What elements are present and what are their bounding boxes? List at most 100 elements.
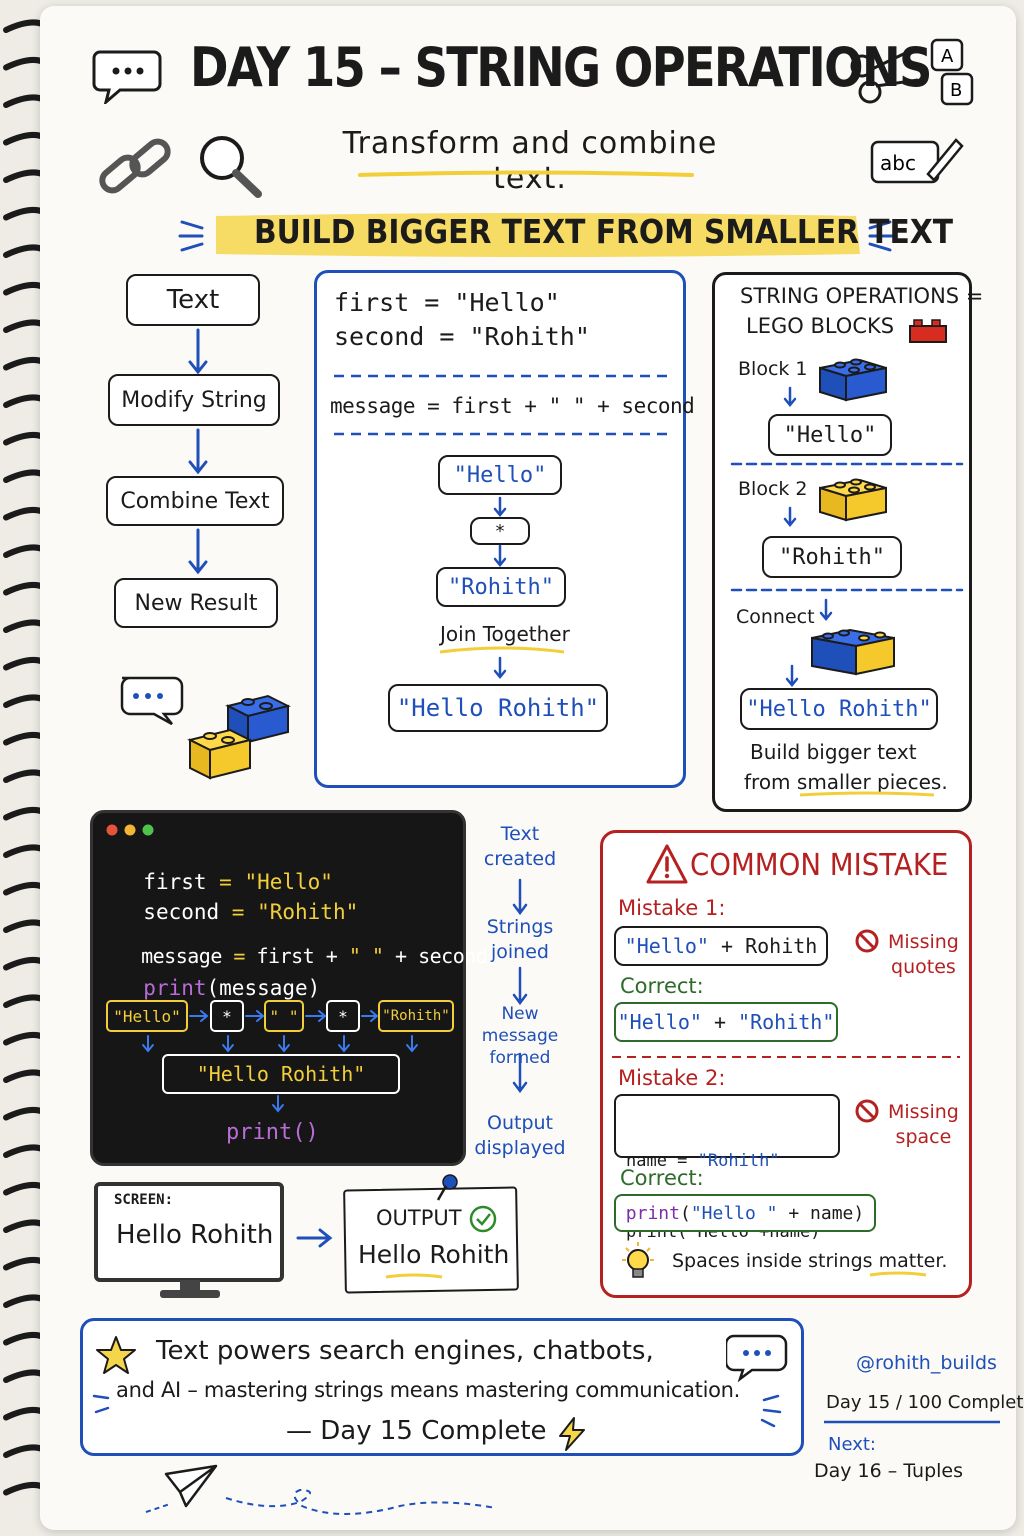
- chat-bubble-icon: [92, 50, 162, 104]
- scissors-icon: [850, 46, 919, 104]
- flow-step-label: Modify String: [121, 387, 267, 413]
- paper-plane-icon: [145, 1464, 497, 1515]
- code-fn: print: [625, 1202, 680, 1224]
- output-underline: [385, 1273, 443, 1279]
- code-rest: + Rohith: [708, 934, 818, 958]
- flow-step-label: New Result: [134, 590, 258, 616]
- flow-step-result: New Result: [114, 578, 278, 628]
- chip-label: "Hello": [113, 1006, 181, 1026]
- footer-line-1: Text powers search engines, chatbots,: [156, 1336, 654, 1366]
- lightning-icon: [559, 1417, 585, 1451]
- page-title: DAY 15 – STRING OPERATIONS: [190, 36, 932, 99]
- term-args: (message): [206, 976, 321, 1000]
- screen-text: Hello Rohith: [116, 1220, 274, 1250]
- output-label: OUTPUT: [376, 1206, 462, 1230]
- concat-arrows: [439, 496, 565, 679]
- footer-line-2: and AI – mastering strings means masteri…: [116, 1378, 741, 1402]
- chip-rohith: "Rohith": [378, 1000, 454, 1032]
- node-label: "Hello": [453, 462, 547, 488]
- prohibited-icon: [855, 929, 879, 953]
- term-var: first: [143, 870, 207, 894]
- code-var: name =: [626, 1150, 698, 1171]
- mistake-tip: Spaces inside strings matter.: [672, 1250, 948, 1272]
- correct2-code: print("Hello " + name): [614, 1194, 876, 1232]
- caption-underline: [799, 791, 935, 797]
- abc-pencil-icon: abc: [870, 138, 964, 184]
- lego-bricks-icon: [187, 694, 291, 780]
- block2-value-box: "Rohith": [762, 536, 902, 578]
- prohibited-icon: [855, 1099, 879, 1123]
- footer-quote-box: [80, 1318, 804, 1456]
- lego-result: "Hello Rohith": [746, 696, 932, 722]
- block2-label: Block 2: [738, 478, 808, 500]
- terminal-result: "Hello Rohith": [162, 1054, 400, 1094]
- output-text: Hello Rohith: [358, 1240, 510, 1269]
- mistake2-label: Mistake 2:: [618, 1066, 726, 1090]
- flow-step-text: Text: [126, 274, 260, 326]
- code-line-first: first = "Hello": [334, 288, 560, 317]
- chip-space: " ": [264, 1000, 304, 1032]
- term-string: "Hello": [244, 870, 333, 894]
- flow-step-label: Combine Text: [120, 488, 270, 514]
- chat-bubble-small-icon: [120, 676, 184, 726]
- author-handle: @rohith_builds: [856, 1352, 997, 1374]
- lightbulb-icon: [622, 1242, 654, 1278]
- mistake1-code: "Hello" + Rohith: [614, 926, 828, 966]
- term-var: second: [143, 900, 220, 924]
- terminal-window: [90, 810, 466, 1166]
- warning-icon: [646, 844, 688, 884]
- next-label: Next:: [828, 1434, 876, 1455]
- side-step-arrows: [512, 878, 528, 1094]
- page-subtitle: Transform and combine text.: [342, 126, 718, 196]
- term-fn: print: [143, 976, 207, 1000]
- chip-plus-2: *: [326, 1000, 360, 1032]
- progress-text: Day 15 / 100 Complete: [826, 1392, 1024, 1413]
- node-rohith: "Rohith": [436, 567, 566, 607]
- node-label: "Rohith": [448, 574, 554, 600]
- terminal-arrows: [142, 1010, 418, 1113]
- mistake1-label: Mistake 1:: [618, 896, 726, 920]
- terminal-line-1: first = "Hello": [118, 846, 333, 894]
- terminal-line-2: second = "Rohith": [118, 876, 358, 924]
- flow-step-modify: Modify String: [108, 374, 280, 426]
- ab-blocks-icon: A B: [930, 38, 974, 106]
- term-string: "Rohith": [257, 900, 359, 924]
- maximize-dot-icon: [142, 824, 154, 836]
- connected-lego-icon: [811, 628, 895, 676]
- red-lego-icon: [909, 319, 947, 343]
- dashed-dividers: [334, 374, 670, 436]
- minimize-dot-icon: [124, 824, 136, 836]
- progress-underline: [824, 1420, 1000, 1424]
- block1-value-box: "Hello": [768, 414, 892, 456]
- code-line-message: message = first + " " + second: [330, 394, 695, 418]
- chip-hello: "Hello": [106, 1000, 188, 1032]
- lego-title-line1: STRING OPERATIONS =: [740, 284, 984, 308]
- code-op: +: [701, 1010, 739, 1034]
- lego-arrows-dividers: [730, 386, 964, 687]
- block1-value: "Hello": [783, 422, 877, 448]
- term-expr: + second: [383, 944, 488, 968]
- node-hello: "Hello": [438, 455, 562, 495]
- node-plus: *: [470, 517, 530, 545]
- check-circle-icon: [469, 1205, 497, 1233]
- chip-plus-1: *: [210, 1000, 244, 1032]
- term-op: =: [221, 944, 257, 968]
- code-line-second: second = "Rohith": [334, 322, 590, 351]
- correct1-code: "Hello" + "Rohith": [614, 1002, 838, 1042]
- code-string: "Rohith": [697, 1150, 780, 1171]
- term-expr: first +: [256, 944, 349, 968]
- next-value: Day 16 – Tuples: [814, 1460, 964, 1482]
- terminal-print: print(): [226, 1120, 319, 1145]
- chip-label: *: [338, 1006, 348, 1026]
- blue-lego-block-icon: [819, 358, 887, 402]
- block-b-letter: B: [950, 80, 962, 101]
- node-label: *: [494, 520, 506, 542]
- concat-result: "Hello Rohith": [388, 684, 608, 732]
- join-label: Join Together: [440, 622, 570, 646]
- flow-step-combine: Combine Text: [106, 476, 284, 526]
- abc-text: abc: [880, 151, 916, 175]
